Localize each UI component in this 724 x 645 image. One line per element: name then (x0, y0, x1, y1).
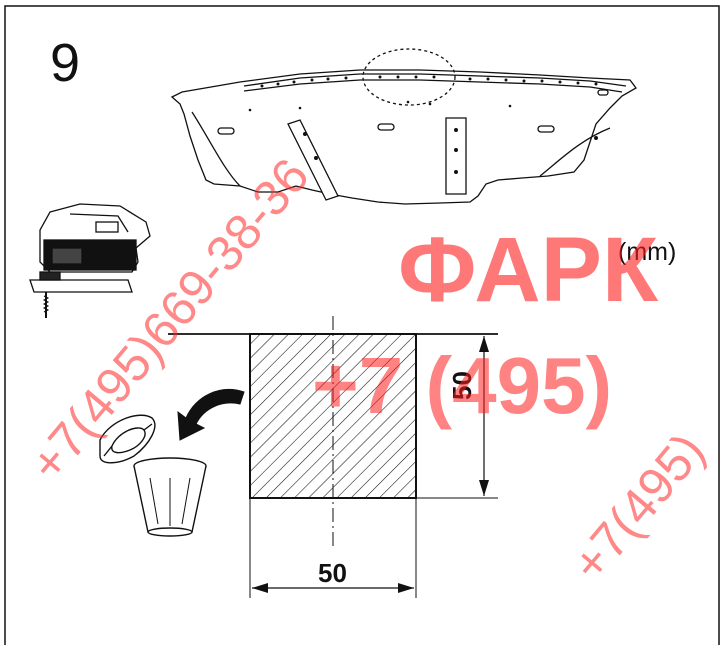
cut-diagram (168, 316, 498, 598)
jigsaw-icon (29, 203, 151, 318)
trash-bin-icon (99, 414, 207, 537)
bumper-illustration (170, 48, 637, 205)
width-dimension-label: 50 (318, 558, 347, 588)
unit-label: (mm) (618, 238, 677, 266)
step-number: 9 (50, 33, 81, 93)
page-border (4, 5, 720, 645)
height-dimension-label: 50 (447, 371, 477, 400)
discard-arrow-icon (177, 389, 245, 441)
